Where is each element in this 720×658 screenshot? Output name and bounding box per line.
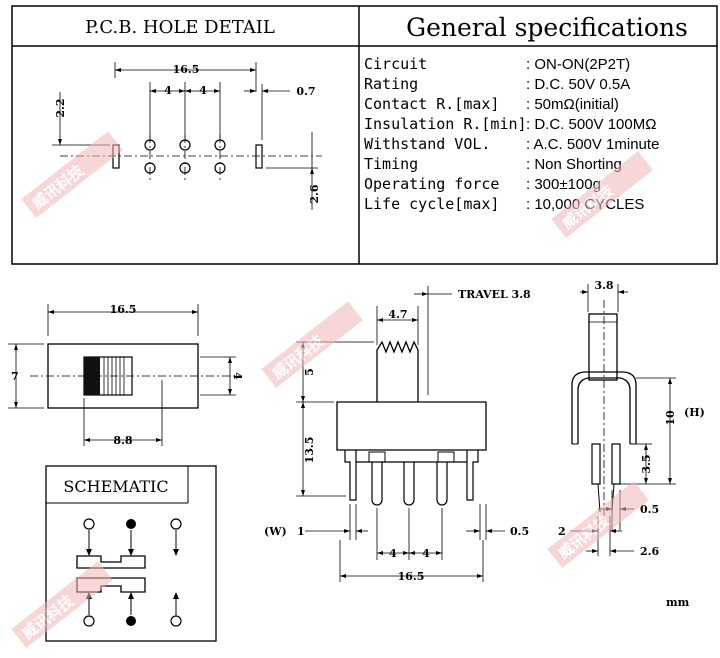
spec-value-rating: : D.C. 50V 0.5A — [526, 76, 630, 93]
spec-rows: Circuit : ON-ON(2P2T) Rating : D.C. 50V … — [364, 55, 659, 213]
front-dim-knob-w: 4.7 — [388, 308, 407, 321]
spec-value-timing: : Non Shorting — [526, 156, 622, 173]
spec-value-contact: : 50mΩ(initial) — [526, 96, 619, 113]
spec-table: P.C.B. HOLE DETAIL General specification… — [11, 5, 718, 265]
front-dim-travel: TRAVEL 3.8 — [458, 288, 531, 301]
pcb-dim-pitch2: 4 — [199, 84, 207, 97]
front-w-label: (W) — [264, 525, 287, 538]
spec-label-life: Life cycle[max] — [364, 195, 499, 213]
watermark-stamp: 威讯科技 — [11, 561, 113, 648]
side-dim-h: 10 — [664, 410, 677, 426]
spec-value-circuit: : ON-ON(2P2T) — [526, 56, 630, 73]
unit-label: mm — [666, 596, 690, 609]
spec-label-rating: Rating — [364, 75, 418, 93]
spec-value-force: : 300±100g — [526, 176, 601, 193]
side-dim-w: 2 — [558, 525, 566, 538]
spec-label-circuit: Circuit — [364, 55, 427, 73]
side-view: 3.8 10 (H) 3.5 0.5 — [558, 279, 705, 558]
pcb-dim-left: 2.2 — [54, 98, 67, 117]
top-dim-knob-pos: 8.8 — [113, 434, 132, 447]
side-h-label: (H) — [684, 406, 705, 419]
side-dim-t1: 0.5 — [640, 503, 659, 516]
spec-label-contact: Contact R.[max] — [364, 95, 499, 113]
top-dim-knob-h: 4 — [231, 372, 244, 380]
top-view: 16.5 7 4 8.8 — [8, 303, 244, 447]
schematic-title: SCHEMATIC — [63, 477, 168, 496]
spec-label-force: Operating force — [364, 175, 499, 193]
front-dim-total: 16.5 — [398, 570, 425, 583]
side-dim-pin: 3.5 — [640, 454, 653, 473]
pcb-dim-overall: 16.5 — [173, 63, 200, 76]
pcb-dim-right: 2.6 — [308, 184, 321, 203]
schematic: SCHEMATIC — [45, 465, 217, 642]
front-dim-body-h: 13.5 — [303, 437, 316, 464]
front-dim-pin-t: 0.5 — [510, 525, 529, 538]
top-dim-height: 7 — [11, 370, 19, 383]
specs-title: General specifications — [406, 13, 688, 42]
front-w-value: 1 — [297, 525, 305, 538]
pcb-dim-slot: 0.7 — [296, 85, 315, 98]
pcb-title: P.C.B. HOLE DETAIL — [85, 17, 275, 38]
pcb-hole-detail: 16.5 4 4 0.7 2.2 2.6 — [52, 62, 322, 210]
front-dim-knob-h: 5 — [303, 368, 316, 376]
front-dim-p2: 4 — [422, 547, 430, 560]
watermark-stamp: 威讯科技 — [21, 131, 123, 218]
spec-label-insulation: Insulation R.[min] — [364, 115, 527, 133]
spec-value-withstand: : A.C. 500V 1minute — [526, 136, 659, 153]
front-dim-p1: 4 — [389, 547, 397, 560]
front-view: TRAVEL 3.8 4.7 5 13.5 (W) 1 — [264, 286, 531, 583]
spec-label-timing: Timing — [364, 155, 418, 173]
spec-label-withstand: Withstand VOL. — [364, 135, 490, 153]
pcb-dim-pitch1: 4 — [164, 84, 172, 97]
top-dim-width: 16.5 — [110, 303, 137, 316]
side-dim-top: 3.8 — [594, 279, 613, 292]
spec-value-insulation: : D.C. 500V 100MΩ — [526, 116, 656, 133]
side-dim-w2: 2.6 — [640, 545, 659, 558]
